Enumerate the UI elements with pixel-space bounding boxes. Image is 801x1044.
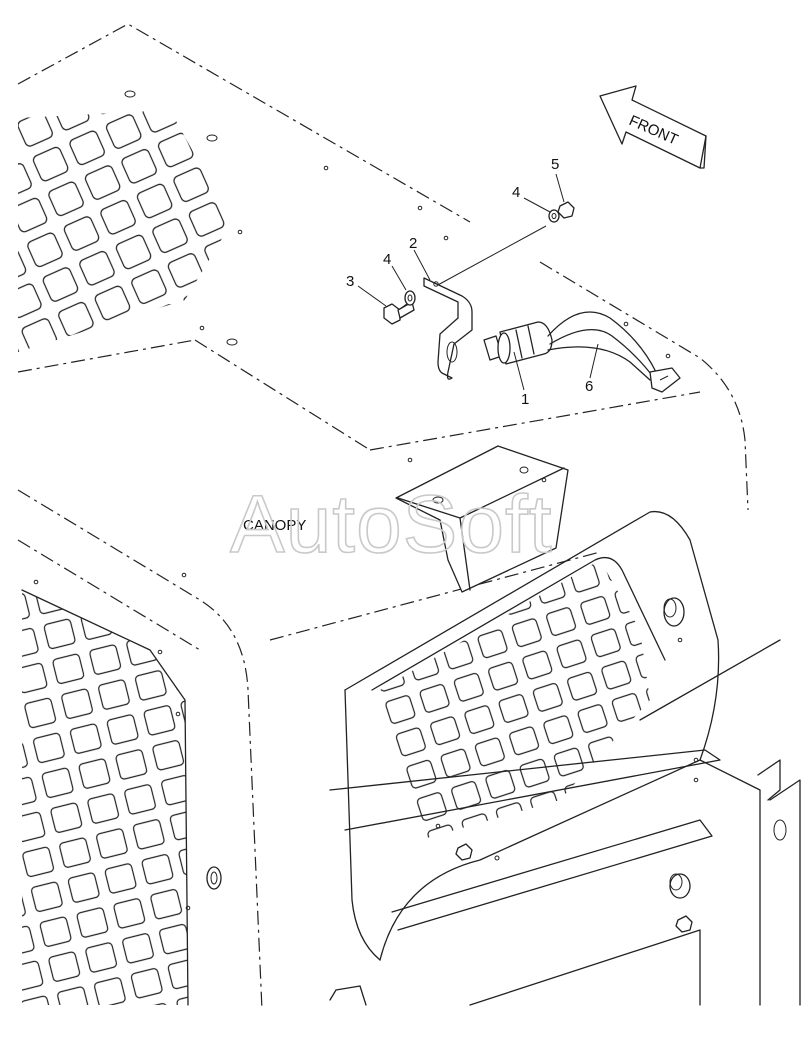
callout-4-washer-a: 4 bbox=[383, 251, 391, 268]
part-3-bolt bbox=[383, 301, 415, 325]
callout-1: 1 bbox=[521, 391, 529, 408]
watermark: AutoSoft bbox=[230, 479, 553, 570]
part-5-nut bbox=[557, 201, 575, 219]
callout-labels: 1 2 3 4 4 5 6 bbox=[346, 156, 593, 408]
front-direction-arrow: FRONT bbox=[599, 85, 707, 169]
callout-4-washer-b: 4 bbox=[512, 184, 520, 201]
callout-6: 6 bbox=[585, 378, 593, 395]
canopy-roof bbox=[17, 23, 749, 511]
part-6-harness bbox=[547, 311, 681, 393]
callout-3: 3 bbox=[346, 273, 354, 290]
canopy-label: CANOPY bbox=[243, 517, 306, 534]
callout-2: 2 bbox=[409, 235, 417, 252]
part-4-washer-b bbox=[548, 209, 560, 223]
callout-5: 5 bbox=[551, 156, 559, 173]
part-4-washer-a bbox=[404, 290, 416, 306]
part-1-switch bbox=[483, 321, 553, 365]
part-2-bracket bbox=[423, 277, 473, 380]
canopy-mount-bracket bbox=[395, 445, 569, 593]
canopy-body bbox=[17, 489, 801, 1011]
callout-leaders bbox=[357, 173, 599, 391]
